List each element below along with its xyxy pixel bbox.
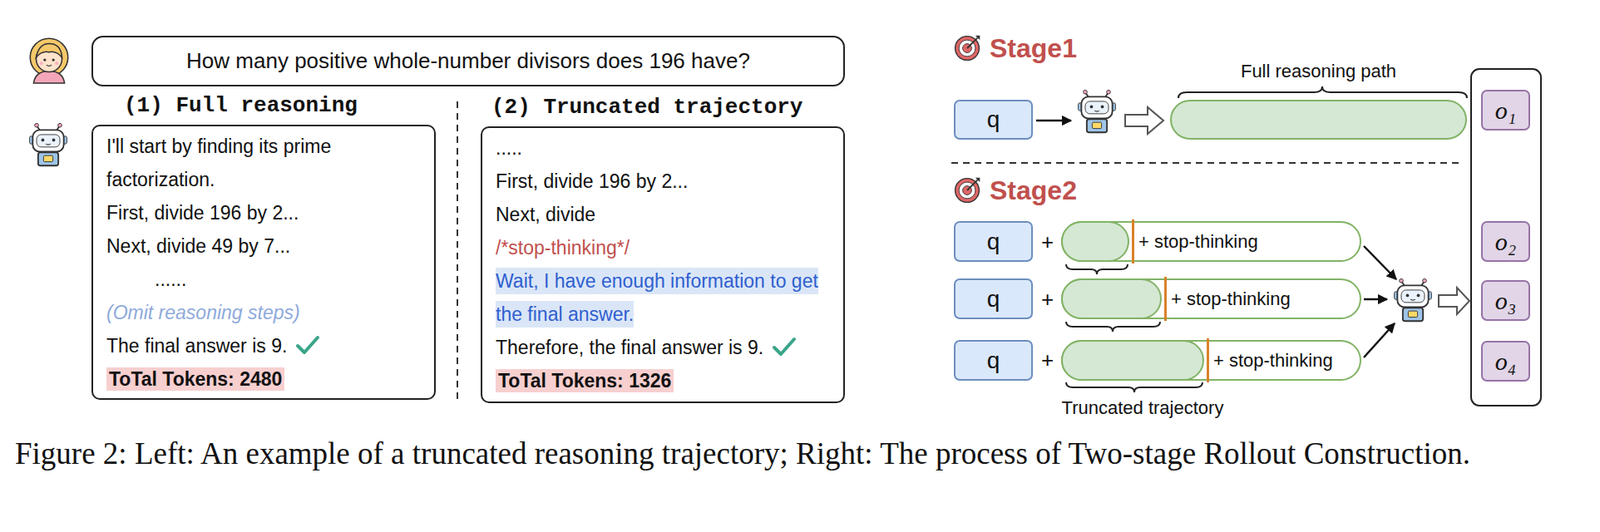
reasoning-text: /*stop-thinking*/: [495, 237, 630, 259]
brace-label: Full reasoning path: [1171, 59, 1466, 83]
box-text: o₃: [1495, 286, 1517, 316]
reasoning-text: First, divide 196 by 2...: [495, 170, 688, 193]
output-box: o₁: [1481, 89, 1531, 131]
robot-avatar: [29, 123, 68, 166]
reasoning-text: ToTal Tokens: 1326: [495, 369, 674, 393]
box-text: o₄: [1495, 347, 1517, 376]
reasoning-text: ToTal Tokens: 2480: [106, 367, 285, 391]
arrow: [1363, 246, 1397, 280]
box-text: o₂: [1495, 227, 1517, 257]
kept-prefix: [1061, 340, 1205, 381]
text-line: Next, divide: [495, 197, 835, 232]
reasoning-text: I'll start by finding its prime factoriz…: [106, 135, 331, 191]
output-box: o₂: [1481, 221, 1531, 262]
box-heading: (2) Truncated trajectory: [491, 93, 803, 122]
figure-caption: Figure 2: Left: An example of a truncate…: [14, 435, 1586, 473]
reasoning-text: (Omit reasoning steps): [106, 301, 301, 324]
arrow: [1036, 119, 1072, 123]
pill-text: + stop-thinking: [1138, 231, 1259, 253]
pill-text: + stop-thinking: [1213, 350, 1334, 372]
text-line: Wait, I have enough information to get t…: [495, 264, 835, 331]
box-heading: (1) Full reasoning: [123, 91, 358, 120]
brace-label: Truncated trajectory: [1061, 396, 1225, 420]
check-mark: [295, 334, 321, 356]
reasoning-text: Therefore, the final answer is 9.: [495, 336, 764, 359]
plus-sign: +: [1041, 286, 1054, 312]
brace: [1066, 382, 1203, 393]
cut-marker: [1164, 276, 1167, 321]
box-text: How many positive whole-number divisors …: [186, 48, 751, 75]
truncated-pill: + stop-thinking: [1061, 340, 1362, 381]
check-stroke: [297, 337, 318, 353]
hollow-arrow: [1438, 287, 1470, 315]
reasoning-text: The final answer is 9.: [106, 335, 287, 357]
query-box: q: [953, 221, 1033, 262]
pill-text: + stop-thinking: [1170, 288, 1291, 311]
box-text: o₁: [1495, 96, 1517, 125]
stage-title: Stage2: [989, 174, 1077, 207]
text-line: First, divide 196 by 2...: [495, 164, 835, 198]
question-box: How many positive whole-number divisors …: [91, 35, 845, 87]
text-line: Next, divide 49 by 7...: [106, 229, 426, 263]
text-line: /*stop-thinking*/: [495, 231, 835, 265]
reasoning-box: (1) Full reasoningI'll start by finding …: [91, 124, 436, 400]
reasoning-text: Wait, I have enough information to get t…: [495, 267, 819, 328]
reasoning-text: Next, divide: [495, 203, 596, 226]
divider-line: [951, 162, 1462, 164]
truncated-pill: + stop-thinking: [1061, 278, 1362, 320]
text-line: ToTal Tokens: 2480: [106, 362, 426, 396]
box-text: q: [987, 228, 1001, 256]
arrow: [1363, 323, 1395, 358]
plus-sign: +: [1041, 347, 1054, 373]
reasoning-text: ......: [154, 268, 187, 291]
text-line: The final answer is 9.: [106, 329, 426, 363]
robot-icon: [1394, 278, 1433, 321]
brace: [1178, 86, 1467, 99]
kept-prefix: [1061, 221, 1130, 262]
truncated-pill: + stop-thinking: [1061, 221, 1362, 262]
box-text: q: [987, 106, 1001, 134]
cut-marker: [1131, 219, 1135, 264]
box-text: q: [987, 347, 1001, 375]
divider-line: [456, 101, 459, 404]
brace: [1066, 264, 1128, 275]
check-mark: [771, 335, 797, 358]
reasoning-box: (2) Truncated trajectory.....First, divi…: [480, 126, 845, 404]
brace: [1066, 321, 1161, 332]
text-line: ......: [106, 262, 426, 297]
query-box: q: [953, 99, 1033, 140]
output-box: o₄: [1481, 340, 1531, 382]
hollow-arrow: [1125, 107, 1164, 134]
text-line: Therefore, the final answer is 9.: [495, 330, 835, 365]
text-line: .....: [495, 131, 835, 165]
box-text: q: [987, 286, 1001, 313]
reasoning-text: .....: [495, 137, 523, 159]
output-box: o₃: [1481, 280, 1531, 321]
cut-marker: [1206, 338, 1210, 383]
query-box: q: [953, 278, 1033, 320]
reasoning-pill: Full reasoning path: [1170, 99, 1467, 140]
text-line: I'll start by finding its prime factoriz…: [106, 129, 426, 197]
arrow: [1363, 298, 1388, 302]
kept-prefix: [1061, 278, 1162, 320]
user-avatar: [29, 38, 68, 84]
query-box: q: [953, 340, 1033, 381]
reasoning-text: Next, divide 49 by 7...: [106, 235, 291, 257]
output-column: [1471, 69, 1541, 406]
text-line: ToTal Tokens: 1326: [495, 364, 835, 398]
text-line: First, divide 196 by 2...: [106, 196, 426, 230]
check-stroke: [774, 339, 795, 355]
target-icon: [955, 35, 981, 61]
stage-title: Stage1: [989, 32, 1077, 65]
text-line: (Omit reasoning steps): [106, 296, 426, 330]
robot-icon: [1078, 89, 1117, 133]
plus-sign: +: [1041, 229, 1054, 255]
target-icon: [955, 177, 981, 203]
reasoning-text: First, divide 196 by 2...: [106, 202, 299, 224]
